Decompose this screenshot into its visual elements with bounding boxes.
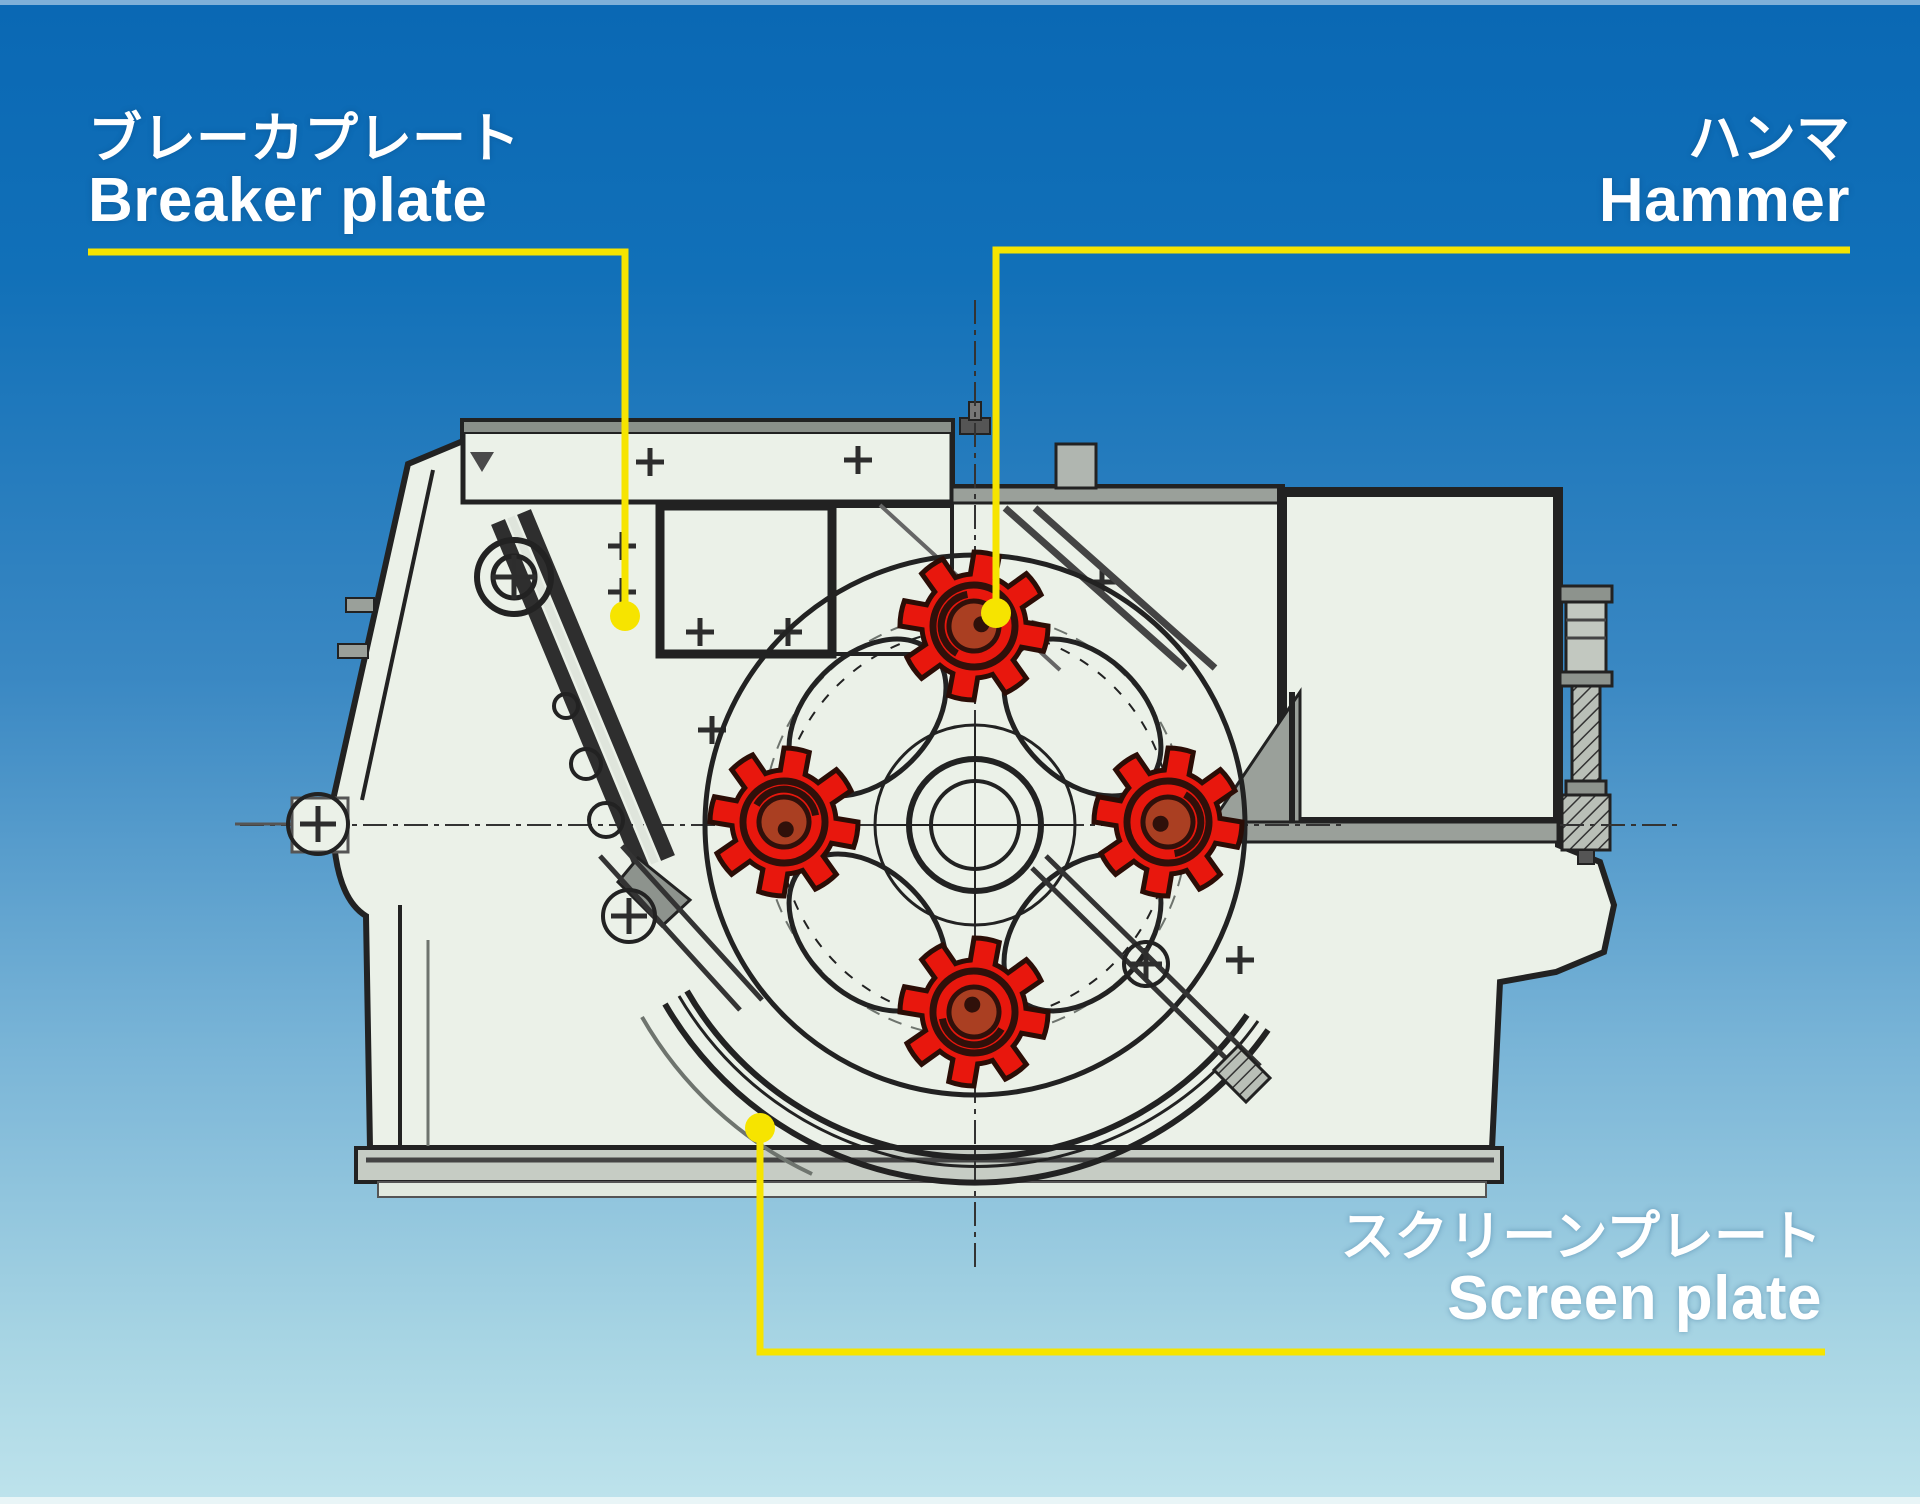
hammer-label-jp: ハンマ [1688, 109, 1850, 169]
breaker-plate-callout-dot [610, 601, 640, 631]
breaker-plate-label: ブレーカプレート Breaker plate [88, 110, 520, 235]
upper-deck [950, 401, 1284, 505]
top-edge-strip [0, 0, 1920, 5]
breaker-plate-label-jp: ブレーカプレート [88, 109, 520, 169]
breaker-plate-callout [88, 248, 640, 631]
breaker-plate-part [474, 509, 693, 929]
hammer-callout [981, 246, 1850, 628]
screen-plate-part [598, 844, 1271, 1186]
screen-adjusting-rod [1030, 854, 1273, 1105]
screen-plate-label-jp: スクリーンプレート [1340, 1207, 1822, 1267]
breaker-plate-label-en: Breaker plate [88, 166, 488, 236]
tension-jack [1558, 584, 1614, 865]
hammer-label: ハンマ Hammer [1599, 110, 1850, 235]
hammer-label-en: Hammer [1598, 166, 1850, 236]
left-shaft-stub [235, 792, 350, 856]
bottom-edge-strip [0, 1497, 1920, 1504]
feed-plate [460, 418, 955, 505]
screen-plate-label: スクリーンプレート Screen plate [1340, 1208, 1822, 1333]
hammer-callout-dot [981, 598, 1011, 628]
screen-plate-label-en: Screen plate [1447, 1264, 1822, 1334]
screen-plate-callout-dot [745, 1113, 775, 1143]
screen-plate-callout [745, 1113, 1825, 1356]
